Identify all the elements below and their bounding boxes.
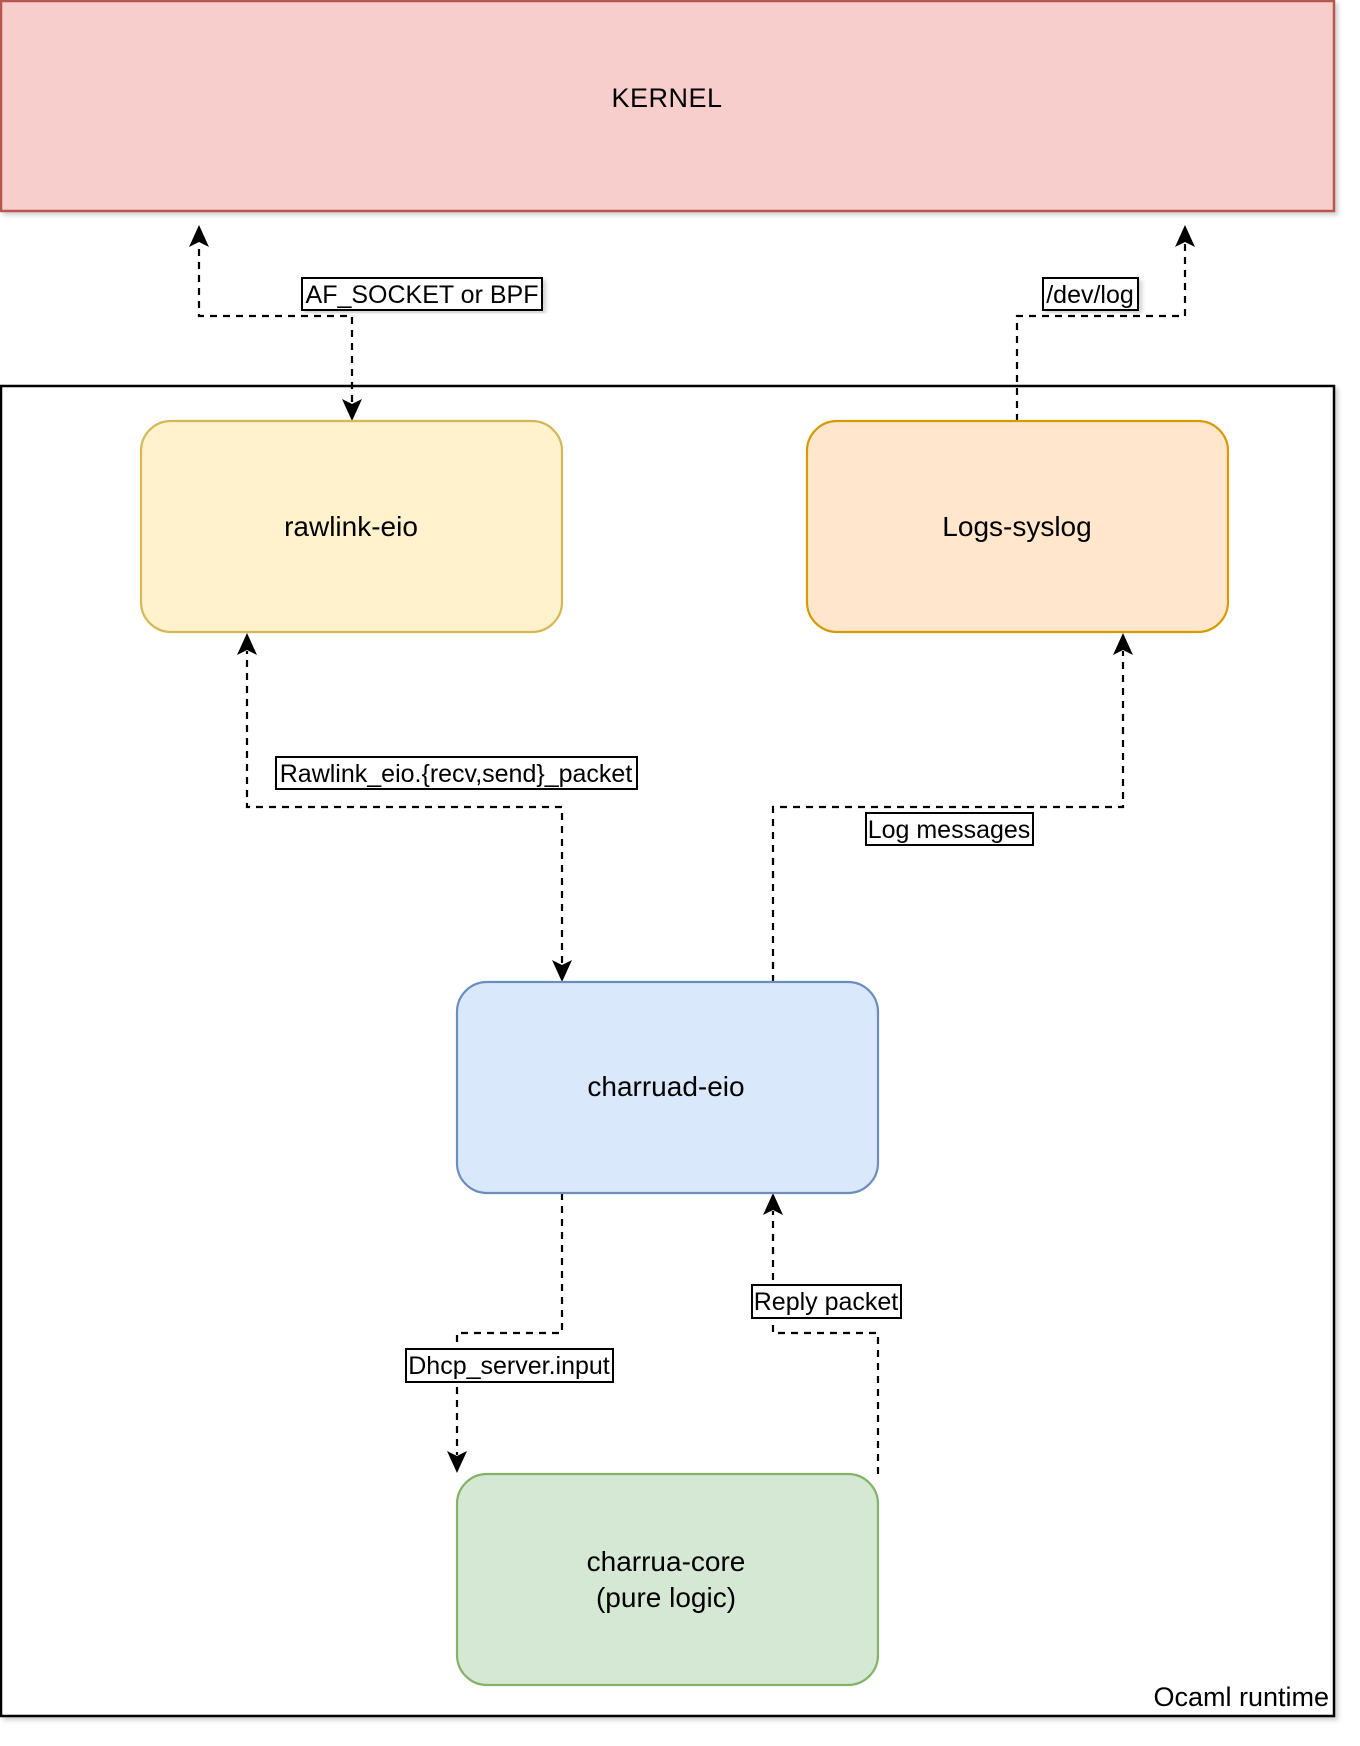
logs-syslog-label: Logs-syslog (942, 511, 1091, 542)
edges (189, 225, 1195, 1474)
charruad-eio-box (455, 980, 880, 1195)
edge-label-dev-log-text: /dev/log (1046, 281, 1134, 309)
node-logs-syslog: Logs-syslog (805, 419, 1230, 634)
rawlink-eio-box (139, 419, 564, 634)
kernel-block: KERNEL (0, 0, 1336, 213)
charrua-core-sublabel: (pure logic) (596, 1582, 736, 1613)
kernel-label: KERNEL (611, 83, 722, 113)
edge-label-dev-log: /dev/log (1042, 277, 1139, 311)
node-charruad-eio: charruad-eio (455, 980, 880, 1195)
node-rawlink-eio: rawlink-eio (139, 419, 564, 634)
edge-label-dev-log-box (1042, 277, 1139, 311)
edge-reply-packet (771, 1211, 880, 1474)
charrua-core-box (455, 1472, 880, 1687)
edge-dev-log (1015, 243, 1187, 421)
arrow-dev-log-top (1175, 225, 1195, 247)
arrow-reply-packet-top (763, 1193, 783, 1215)
arrow-log-messages-top (1113, 633, 1133, 655)
logs-syslog-box (805, 419, 1230, 634)
arrow-dhcp-input-bottom (447, 1451, 467, 1473)
edge-af-socket (197, 243, 354, 402)
arrow-rawlink-io-top (237, 633, 257, 655)
edge-rawlink-io (245, 651, 564, 963)
edge-label-af-socket-box (301, 277, 543, 311)
edge-label-reply-packet-box (751, 1284, 902, 1319)
node-charrua-core: charrua-core (pure logic) (455, 1472, 880, 1687)
edge-label-dhcp-input-text: Dhcp_server.input (408, 1352, 610, 1380)
charruad-eio-label: charruad-eio (587, 1071, 744, 1102)
edge-label-reply-packet: Reply packet (751, 1284, 902, 1319)
charrua-core-label: charrua-core (587, 1546, 746, 1577)
edge-label-dhcp-input-box (405, 1348, 614, 1383)
edge-log-messages (771, 651, 1125, 982)
edge-label-rawlink-io: Rawlink_eio.{recv,send}_packet (275, 756, 638, 790)
edge-label-reply-packet-text: Reply packet (754, 1288, 899, 1316)
edge-dhcp-input (455, 1193, 564, 1455)
edge-label-af-socket: AF_SOCKET or BPF (301, 277, 543, 311)
kernel-box (0, 0, 1336, 213)
edge-label-af-socket-text: AF_SOCKET or BPF (306, 281, 539, 309)
arrow-rawlink-io-bottom (552, 960, 572, 982)
edge-label-dhcp-input: Dhcp_server.input (405, 1348, 614, 1383)
edge-label-log-messages: Log messages (865, 812, 1034, 846)
edge-label-rawlink-io-text: Rawlink_eio.{recv,send}_packet (280, 760, 633, 788)
edge-label-log-messages-text: Log messages (868, 816, 1031, 844)
edge-label-rawlink-io-box (275, 756, 638, 790)
arrow-af-socket-top (189, 225, 209, 247)
runtime-label: Ocaml runtime (1153, 1682, 1329, 1712)
arrow-af-socket-bottom (342, 399, 362, 421)
rawlink-eio-label: rawlink-eio (284, 511, 418, 542)
edge-label-log-messages-box (865, 812, 1034, 846)
